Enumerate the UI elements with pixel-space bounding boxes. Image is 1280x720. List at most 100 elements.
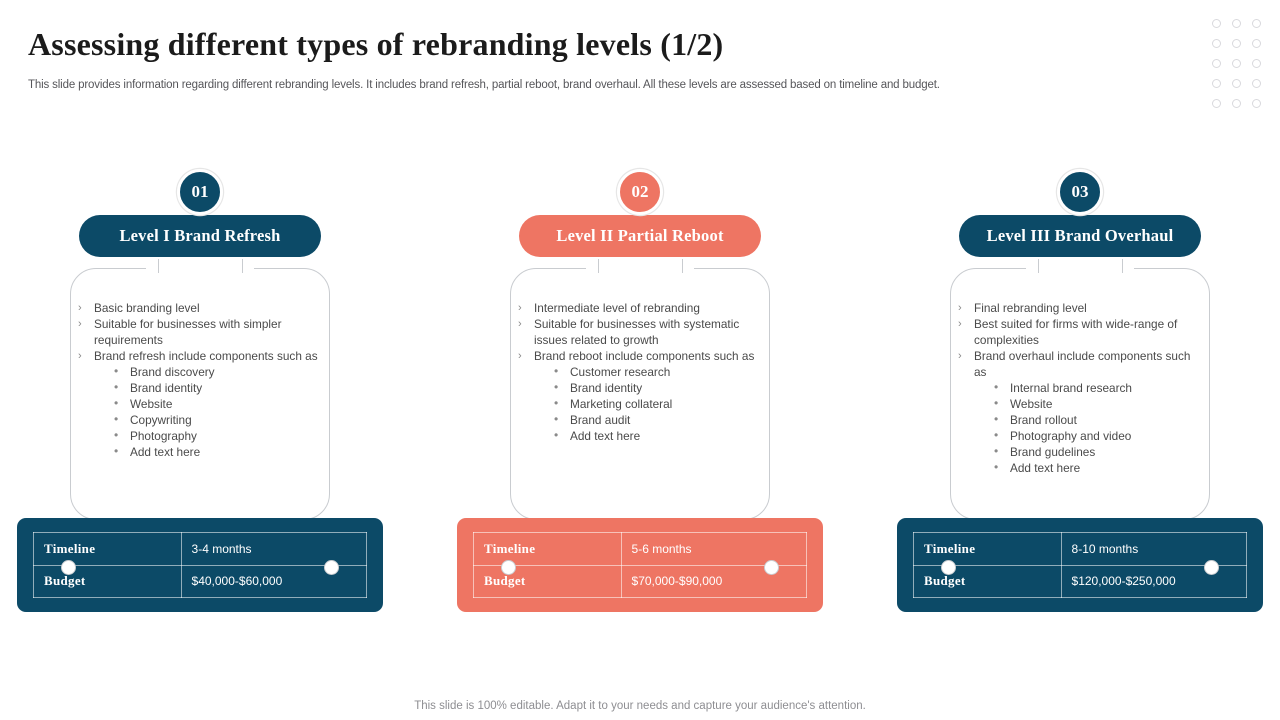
page-subtitle: This slide provides information regardin… xyxy=(28,79,940,91)
footer-note: This slide is 100% editable. Adapt it to… xyxy=(414,700,866,712)
bullet-item: ›Final rebranding level xyxy=(954,300,1206,316)
bullet-item: ›Intermediate level of rebranding xyxy=(514,300,766,316)
connector-stem xyxy=(1038,257,1040,273)
dot-bullet-icon: • xyxy=(994,460,999,474)
step-badge[interactable]: 01 xyxy=(177,169,223,215)
level-title-pill[interactable]: Level II Partial Reboot xyxy=(519,215,761,257)
bullet-item: ›Suitable for businesses with simpler re… xyxy=(74,316,326,348)
dot-bullet-icon: • xyxy=(554,428,559,442)
dot-bullet-icon: • xyxy=(114,396,119,410)
dot-bullet-icon: • xyxy=(554,364,559,378)
dot-bullet-icon: • xyxy=(114,428,119,442)
dot-bullet-icon: • xyxy=(114,444,119,458)
connector-knob-icon xyxy=(324,560,339,575)
table-row-value: $40,000-$60,000 xyxy=(180,564,368,598)
connector-stem xyxy=(598,257,600,273)
table-row-value: $120,000-$250,000 xyxy=(1060,564,1248,598)
sub-bullet-list: •Brand discovery•Brand identity•Website•… xyxy=(94,364,326,460)
step-number: 01 xyxy=(177,169,223,215)
circle-outline-icon xyxy=(1231,19,1241,28)
step-badge[interactable]: 02 xyxy=(617,169,663,215)
sub-bullet-item: • Internal brand research xyxy=(992,380,1206,396)
bullet-text: Basic branding level xyxy=(94,301,200,315)
decorative-dot-grid xyxy=(1206,14,1266,114)
connector-knob-icon xyxy=(941,560,956,575)
bullet-bubble xyxy=(510,268,770,520)
sub-bullet-item: •Brand discovery xyxy=(112,364,326,380)
sub-bullet-text: Brand identity xyxy=(570,381,643,395)
connector-knob-icon xyxy=(764,560,779,575)
circle-outline-icon xyxy=(1251,79,1261,88)
circle-outline-icon xyxy=(1231,59,1241,68)
bullet-text: Best suited for firms with wide-range of… xyxy=(974,317,1178,347)
bullet-item: › Brand reboot include components such as… xyxy=(514,348,766,444)
sub-bullet-item: • Brand identity xyxy=(112,380,326,396)
circle-outline-icon xyxy=(1211,19,1221,28)
bullet-item: › Suitable for businesses with systematic… xyxy=(514,316,766,348)
connector-stem xyxy=(242,257,244,273)
bullet-item: ›Brand refresh include components such a… xyxy=(74,348,326,460)
bullet-list: ›Intermediate level of rebranding›Suitab… xyxy=(514,300,766,444)
sub-bullet-item: • Add text here xyxy=(552,428,766,444)
bullet-list-container: ›Final rebranding level› Best suited for … xyxy=(954,300,1206,476)
circle-outline-icon xyxy=(1251,19,1261,28)
sub-bullet-text: Marketing collateral xyxy=(570,397,673,411)
sub-bullet-text: Photography and video xyxy=(1010,429,1132,443)
sub-bullet-text: Customer research xyxy=(570,365,671,379)
chevron-bullet-icon: › xyxy=(958,317,962,330)
sub-bullet-item: •Website xyxy=(112,396,326,412)
sub-bullet-item: •Photography and video xyxy=(992,428,1206,444)
sub-bullet-text: Add text here xyxy=(1010,461,1081,475)
table-row-label: Timeline xyxy=(33,532,182,566)
sub-bullet-item: •Copywriting xyxy=(112,412,326,428)
dot-bullet-icon: • xyxy=(994,412,999,426)
step-number: 03 xyxy=(1057,169,1103,215)
table-row-label: Budget xyxy=(473,564,622,598)
bullet-list-container: ›Basic branding level›Suitable for busin… xyxy=(74,300,326,460)
sub-bullet-item: • Brand audit xyxy=(552,412,766,428)
sub-bullet-item: • Customer research xyxy=(552,364,766,380)
connector-knob-icon xyxy=(1204,560,1219,575)
bullet-text: Suitable for businesses with systematic … xyxy=(534,317,740,347)
sub-bullet-text: Brand identity xyxy=(130,381,203,395)
table-row-label: Budget xyxy=(913,564,1062,598)
bullet-text: Intermediate level of rebranding xyxy=(534,301,700,315)
dot-bullet-icon: • xyxy=(114,380,119,394)
table-row-label: Timeline xyxy=(473,532,622,566)
connector-stem xyxy=(682,257,684,273)
chevron-bullet-icon: › xyxy=(78,317,82,330)
sub-bullet-item: •Brand gudelines xyxy=(992,444,1206,460)
bullet-list: ›Final rebranding level› Best suited for … xyxy=(954,300,1206,476)
bullet-item: › Best suited for firms with wide-range o… xyxy=(954,316,1206,348)
table-row: Budget$120,000-$250,000 xyxy=(913,564,1248,598)
sub-bullet-text: Internal brand research xyxy=(1010,381,1132,395)
circle-outline-icon xyxy=(1251,99,1261,108)
dot-bullet-icon: • xyxy=(994,380,999,394)
bullet-item: ›Basic branding level xyxy=(74,300,326,316)
circle-outline-icon xyxy=(1211,79,1221,88)
sub-bullet-text: Brand audit xyxy=(570,413,631,427)
bullet-text: Brand refresh include components such as xyxy=(94,349,318,363)
level-title-pill[interactable]: Level I Brand Refresh xyxy=(79,215,321,257)
circle-outline-icon xyxy=(1251,39,1261,48)
chevron-bullet-icon: › xyxy=(518,317,522,330)
bullet-bubble xyxy=(70,268,330,520)
step-number: 02 xyxy=(617,169,663,215)
bullet-list-container: ›Intermediate level of rebranding›Suitab… xyxy=(514,300,766,444)
bullet-text: Brand reboot include components such as xyxy=(534,349,755,363)
dot-bullet-icon: • xyxy=(994,396,999,410)
level-title-pill[interactable]: Level III Brand Overhaul xyxy=(959,215,1201,257)
sub-bullet-text: Add text here xyxy=(570,429,641,443)
chevron-bullet-icon: › xyxy=(518,349,522,362)
circle-outline-icon xyxy=(1251,59,1261,68)
table-row-label: Budget xyxy=(33,564,182,598)
step-badge[interactable]: 03 xyxy=(1057,169,1103,215)
dot-bullet-icon: • xyxy=(554,412,559,426)
dot-bullet-icon: • xyxy=(114,364,119,378)
